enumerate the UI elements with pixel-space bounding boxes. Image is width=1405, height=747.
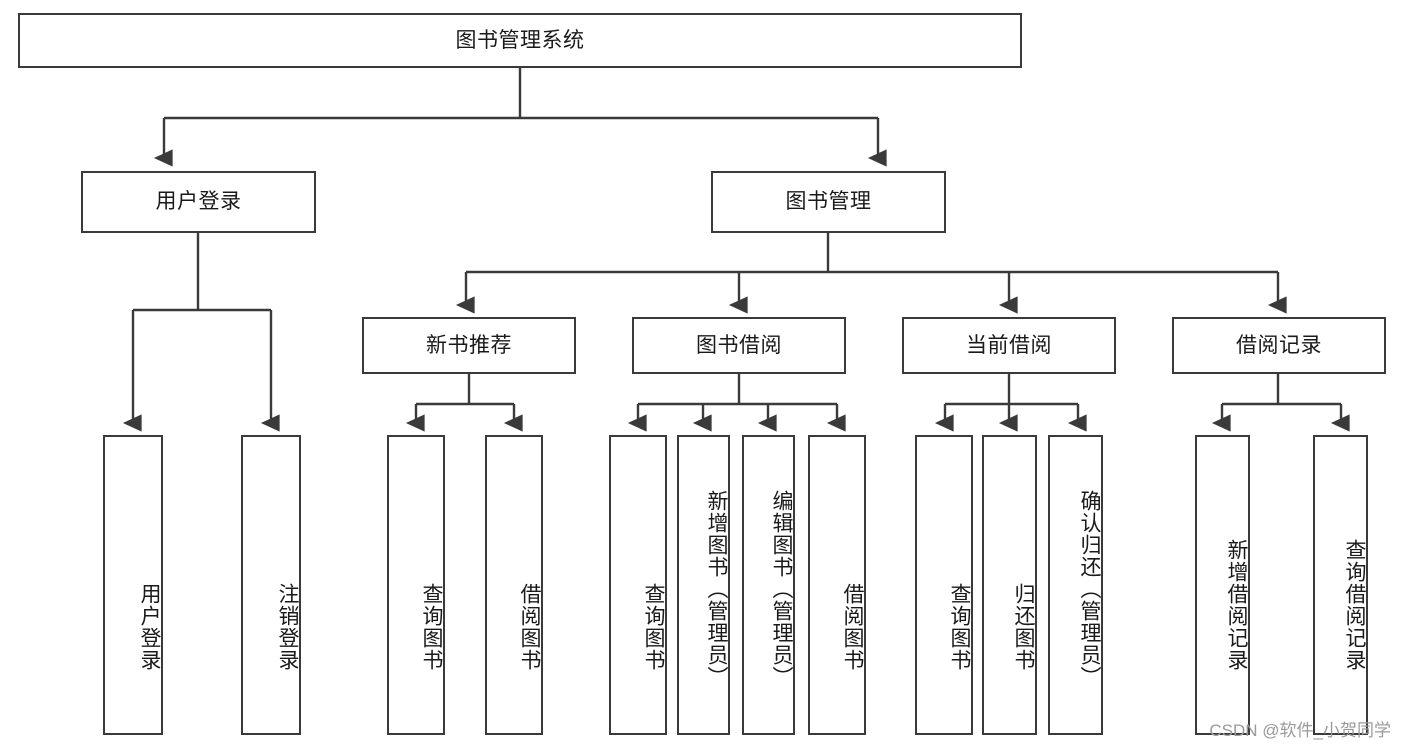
node-current-borrow-label: 当前借阅 <box>966 333 1052 357</box>
node-leaf-borrow-book-2-label: 借阅图书 <box>841 583 864 671</box>
node-book-manage[interactable]: 图书管理 <box>711 171 946 233</box>
node-leaf-add-book-admin[interactable]: 新增图书（管理员） <box>677 435 730 735</box>
node-leaf-query-borrow-record[interactable]: 查询借阅记录 <box>1313 435 1368 735</box>
node-book-borrow[interactable]: 图书借阅 <box>632 317 846 374</box>
node-new-book-recommend-label: 新书推荐 <box>426 333 512 357</box>
node-current-borrow[interactable]: 当前借阅 <box>902 317 1116 374</box>
node-leaf-edit-book-admin-label: 编辑图书（管理员） <box>770 490 793 688</box>
node-book-manage-label: 图书管理 <box>785 190 872 214</box>
node-root-label: 图书管理系统 <box>455 28 585 52</box>
node-leaf-user-login[interactable]: 用户登录 <box>103 435 163 735</box>
node-leaf-query-book-3-label: 查询图书 <box>948 583 971 671</box>
node-leaf-confirm-return-admin-label: 确认归还（管理员） <box>1078 490 1101 688</box>
node-leaf-borrow-book-1-label: 借阅图书 <box>518 583 541 671</box>
node-leaf-add-borrow-record[interactable]: 新增借阅记录 <box>1195 435 1250 735</box>
node-user-login-label: 用户登录 <box>155 190 242 214</box>
node-leaf-add-book-admin-label: 新增图书（管理员） <box>705 490 728 688</box>
node-borrow-record-label: 借阅记录 <box>1236 333 1322 357</box>
node-leaf-query-book-1[interactable]: 查询图书 <box>387 435 445 735</box>
node-leaf-query-book-2-label: 查询图书 <box>642 583 665 671</box>
node-leaf-edit-book-admin[interactable]: 编辑图书（管理员） <box>742 435 795 735</box>
node-leaf-user-logout-label: 注销登录 <box>276 583 299 671</box>
node-leaf-user-login-label: 用户登录 <box>138 583 161 671</box>
node-leaf-borrow-book-1[interactable]: 借阅图书 <box>485 435 543 735</box>
node-leaf-confirm-return-admin[interactable]: 确认归还（管理员） <box>1048 435 1103 735</box>
node-leaf-return-book[interactable]: 归还图书 <box>982 435 1037 735</box>
node-leaf-query-book-2[interactable]: 查询图书 <box>609 435 667 735</box>
node-new-book-recommend[interactable]: 新书推荐 <box>362 317 576 374</box>
node-leaf-add-borrow-record-label: 新增借阅记录 <box>1225 539 1248 671</box>
node-root[interactable]: 图书管理系统 <box>18 13 1022 68</box>
node-leaf-return-book-label: 归还图书 <box>1012 583 1035 671</box>
node-leaf-query-book-1-label: 查询图书 <box>420 583 443 671</box>
node-user-login[interactable]: 用户登录 <box>81 171 316 233</box>
node-leaf-borrow-book-2[interactable]: 借阅图书 <box>808 435 866 735</box>
node-book-borrow-label: 图书借阅 <box>696 333 782 357</box>
node-borrow-record[interactable]: 借阅记录 <box>1172 317 1386 374</box>
node-leaf-query-book-3[interactable]: 查询图书 <box>915 435 973 735</box>
node-leaf-query-borrow-record-label: 查询借阅记录 <box>1343 539 1366 671</box>
node-leaf-user-logout[interactable]: 注销登录 <box>241 435 301 735</box>
